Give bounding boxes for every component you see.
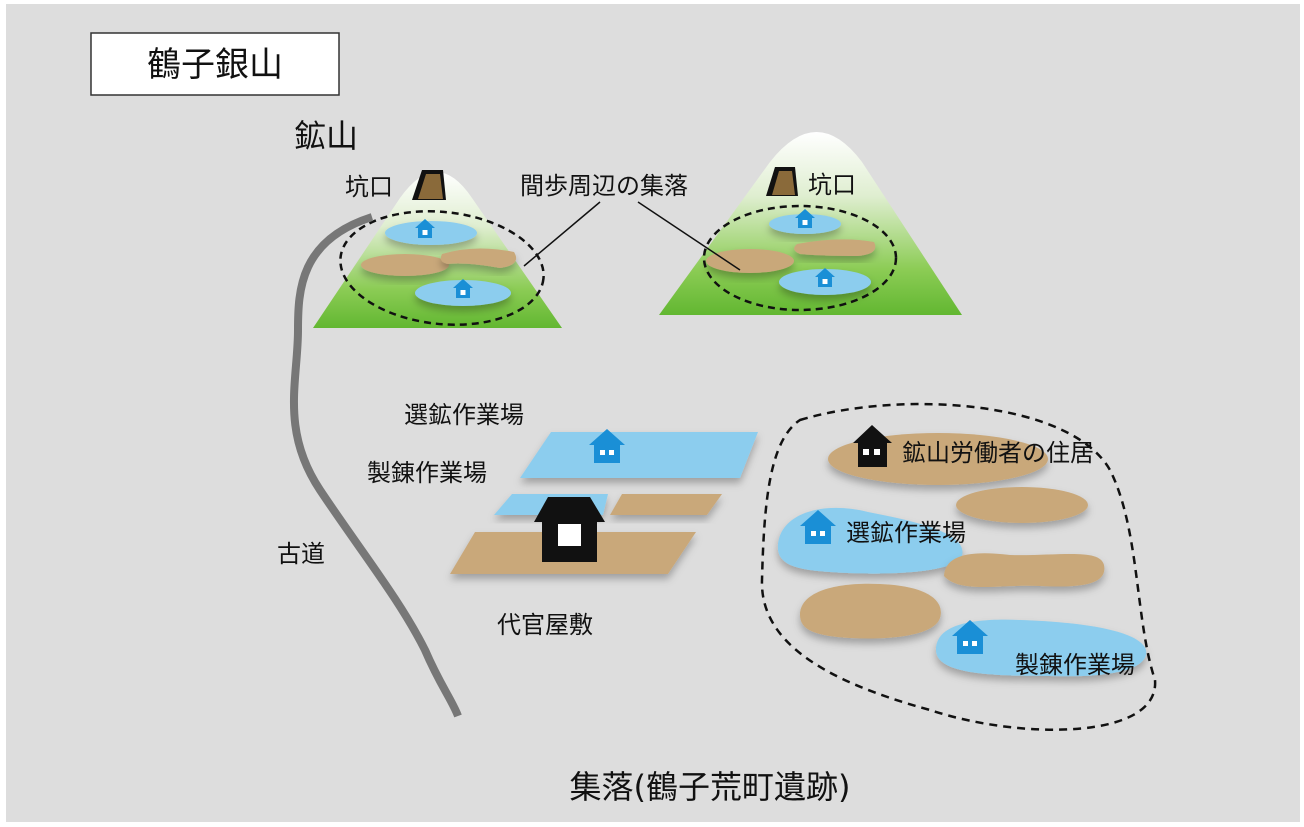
background	[6, 4, 1300, 822]
adit-label-left: 坑口	[345, 173, 393, 201]
title-text: 鶴子銀山	[147, 45, 283, 85]
title-box: 鶴子銀山	[90, 32, 340, 96]
settlement-boundary-left	[339, 210, 545, 326]
workers-residence-label: 鉱山労働者の住居	[902, 439, 1094, 467]
smelting-label-upper: 製錬作業場	[367, 459, 487, 487]
magistrate-label: 代官屋敷	[497, 611, 593, 639]
ore-sorting-label-right: 選鉱作業場	[846, 519, 966, 547]
old-road	[290, 213, 462, 718]
old-road-label: 古道	[277, 540, 325, 568]
ore-sorting-label-upper: 選鉱作業場	[404, 401, 524, 429]
mine-label: 鉱山	[294, 117, 358, 155]
leader-line-left	[523, 201, 601, 267]
adit-label-right: 坑口	[808, 171, 856, 199]
mabu-settlements-label: 間歩周辺の集落	[520, 172, 688, 200]
magistrate-building-icon	[534, 497, 605, 562]
smelting-label-right: 製錬作業場	[1015, 651, 1135, 679]
leader-line-right	[637, 201, 741, 271]
workers-house-icon	[853, 425, 892, 467]
settlement-boundary-big	[760, 402, 1157, 731]
settlement-caption: 集落(鶴子荒町遺跡)	[570, 768, 851, 806]
right-settlement	[760, 402, 1157, 731]
mountain-left	[313, 170, 562, 328]
mountain-right	[659, 132, 962, 315]
settlement-boundary-right	[702, 204, 898, 312]
central-complex	[450, 429, 758, 574]
